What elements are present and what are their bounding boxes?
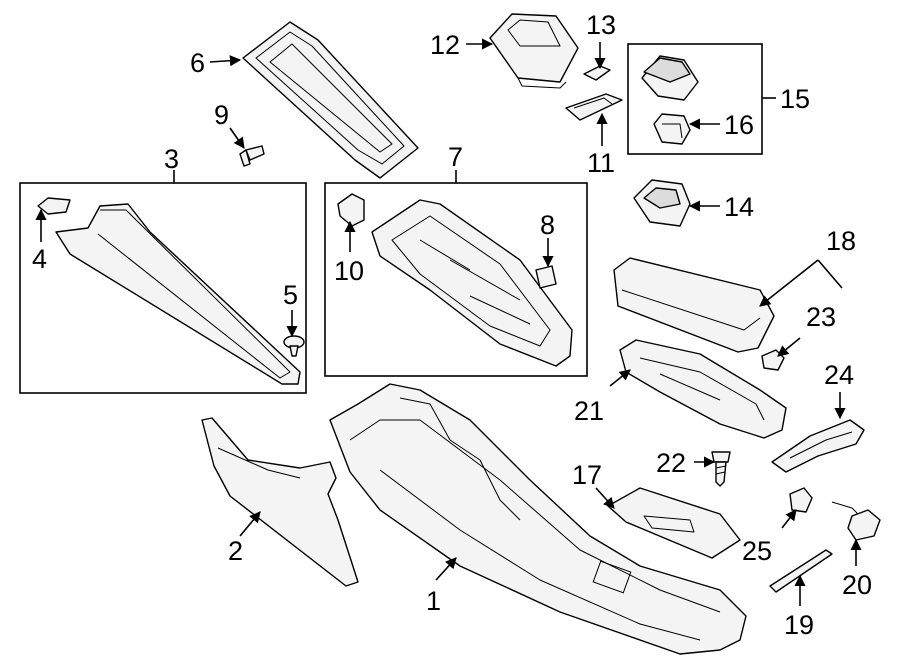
callout-14: 14 xyxy=(724,192,754,222)
part-14-cup-holder xyxy=(633,179,691,227)
callout-2: 2 xyxy=(228,536,243,566)
part-10-clip xyxy=(337,193,365,227)
part-3-side-trim xyxy=(55,203,301,385)
callout-5: 5 xyxy=(283,280,298,310)
part-13-clip xyxy=(583,65,611,81)
part-8-clip xyxy=(535,265,557,289)
callout-4: 4 xyxy=(32,244,47,274)
part-5-push-pin xyxy=(283,335,305,357)
callout-10: 10 xyxy=(334,256,364,286)
part-6-shifter-trim xyxy=(242,21,419,179)
group-box-3 xyxy=(19,182,307,394)
callout-16: 16 xyxy=(724,110,754,140)
callout-13: 13 xyxy=(586,10,616,40)
part-21-armrest-base xyxy=(619,339,787,439)
part-11-bracket xyxy=(565,93,623,121)
part-7-console-frame xyxy=(371,199,573,367)
callout-23: 23 xyxy=(806,302,836,332)
callout-19: 19 xyxy=(784,610,814,640)
callout-15: 15 xyxy=(780,84,810,114)
part-4-clip xyxy=(37,197,71,215)
callout-7: 7 xyxy=(448,142,463,172)
part-15-cup-insert xyxy=(641,55,699,101)
part-12-shifter-bezel xyxy=(489,13,579,89)
callout-21: 21 xyxy=(574,396,604,426)
callout-17: 17 xyxy=(572,460,602,490)
part-24-hinge-trim xyxy=(771,419,865,473)
part-1-console-body xyxy=(329,383,747,655)
callout-8: 8 xyxy=(540,210,555,240)
part-22-screw xyxy=(711,451,731,487)
callout-11: 11 xyxy=(587,148,615,178)
callout-3: 3 xyxy=(164,144,179,174)
callout-22: 22 xyxy=(656,448,686,478)
part-17-mat xyxy=(607,487,741,559)
leader-lines xyxy=(35,38,862,606)
callout-20: 20 xyxy=(842,570,872,600)
part-20-switch xyxy=(831,501,881,541)
callout-18: 18 xyxy=(826,226,856,256)
callout-1: 1 xyxy=(426,586,441,616)
callout-12: 12 xyxy=(430,30,460,60)
group-box-15 xyxy=(627,43,763,155)
callout-6: 6 xyxy=(190,48,205,78)
part-19-trim-strip xyxy=(769,549,833,593)
part-2-side-panel xyxy=(201,417,359,587)
part-9-push-pin xyxy=(239,145,265,167)
part-16-cup-liner xyxy=(653,113,691,145)
part-25-clip xyxy=(789,487,813,513)
part-18-armrest-lid xyxy=(613,257,775,353)
callout-9: 9 xyxy=(214,100,229,130)
callout-25: 25 xyxy=(742,536,772,566)
callout-24: 24 xyxy=(824,360,854,390)
